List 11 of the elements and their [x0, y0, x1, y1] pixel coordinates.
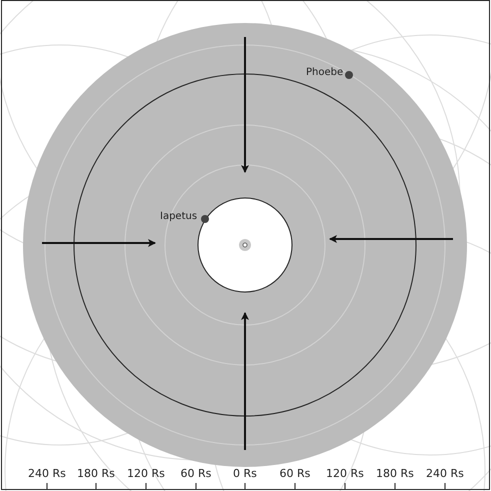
- axis-tick-label: 0 Rs: [233, 468, 257, 480]
- moon-label: Phoebe: [306, 67, 344, 79]
- axis-tick-label: 60 Rs: [180, 468, 212, 480]
- axis-tick-label: 120 Rs: [127, 468, 165, 480]
- axis-tick-label: 180 Rs: [77, 468, 115, 480]
- axis-tick-label: 180 Rs: [376, 468, 414, 480]
- moon-label: Iapetus: [160, 211, 198, 223]
- axis-tick-label: 60 Rs: [280, 468, 310, 480]
- axis-tick-label: 240 Rs: [28, 468, 66, 480]
- axis-tick-label: 240 Rs: [426, 468, 464, 480]
- axis-tick-label: 120 Rs: [326, 468, 364, 480]
